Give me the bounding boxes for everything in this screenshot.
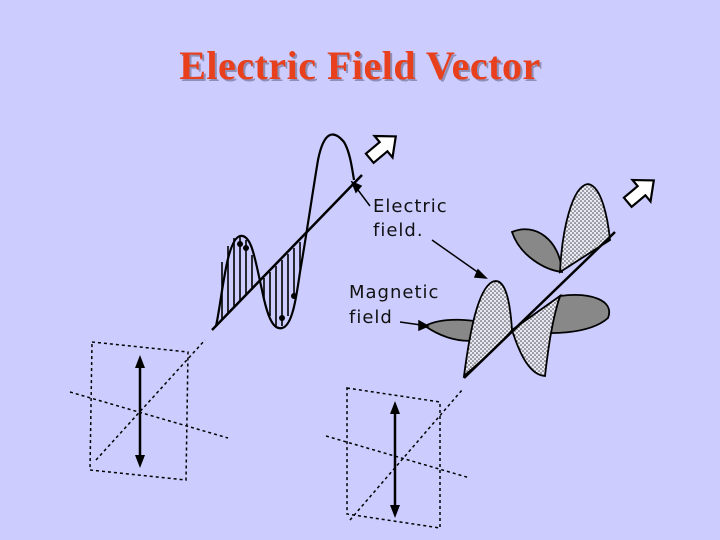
polarization-plane-right	[325, 387, 471, 529]
electric-wave-curve	[214, 133, 356, 330]
electric-label-line1: Electric	[373, 196, 448, 217]
label-pointers	[350, 180, 488, 332]
electric-lobe	[462, 280, 513, 379]
electric-lobe	[559, 183, 611, 274]
electric-lobe	[510, 293, 562, 377]
em-wave	[423, 183, 616, 379]
propagation-axis	[211, 174, 363, 331]
electric-label-line2: field.	[373, 220, 424, 241]
propagation-axis	[463, 231, 616, 379]
magnetic-lobe	[510, 228, 563, 274]
linear-wave	[211, 133, 363, 331]
e-vector-arrow-left	[135, 355, 145, 468]
propagation-arrow-icon	[622, 178, 656, 209]
polarization-plane-left	[69, 339, 229, 481]
slide-title: Electric Field Vector	[179, 43, 541, 88]
magnetic-label-line2: field	[349, 307, 393, 328]
propagation-arrow-icon	[364, 134, 398, 165]
e-vector-arrow-right	[390, 401, 400, 518]
magnetic-label-line1: Magnetic	[349, 282, 439, 303]
